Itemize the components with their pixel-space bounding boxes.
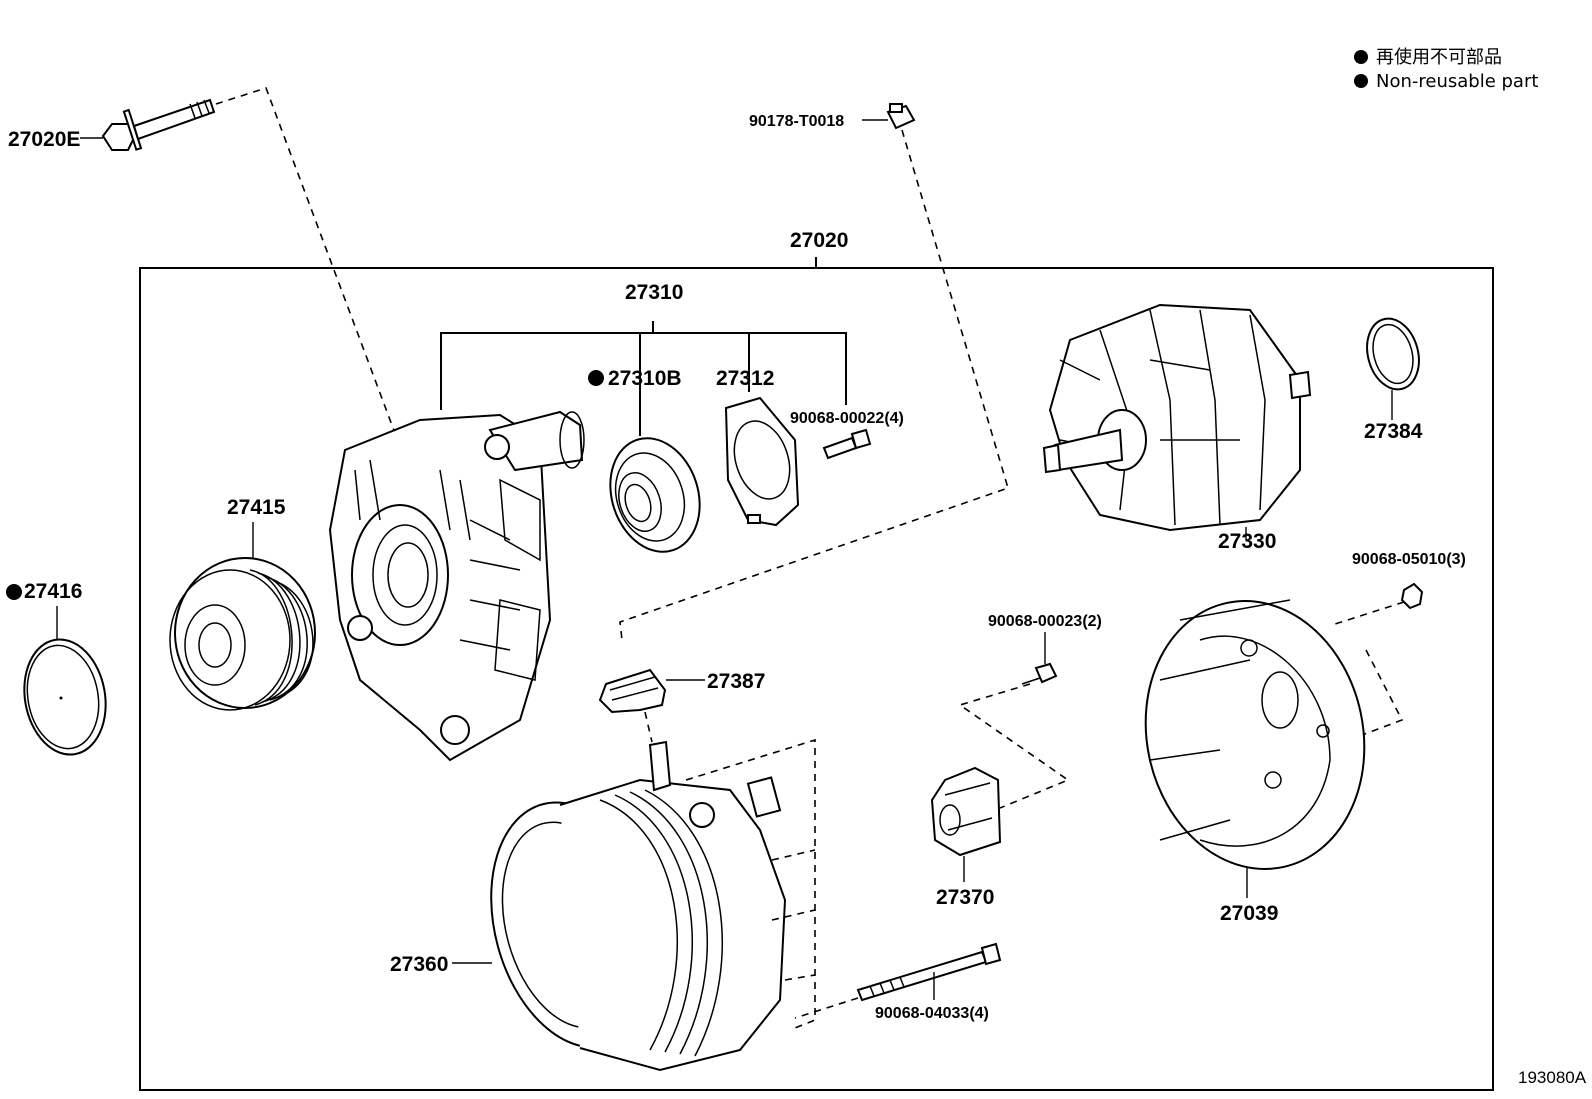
clip-90178 [886, 103, 916, 130]
drive-end-frame-27310 [328, 410, 585, 762]
label-27039: 27039 [1220, 902, 1278, 925]
rear-cover-27039 [1144, 599, 1366, 870]
retainer-27312 [724, 396, 800, 527]
bolt-27020e [101, 98, 216, 151]
diagram-code: 193080A [1518, 1068, 1587, 1087]
label-90068-00023: 90068-00023(2) [988, 613, 1102, 630]
label-90068-04033: 90068-04033(4) [875, 1005, 989, 1022]
label-27020e: 27020E [8, 128, 80, 151]
bearing-27310b [609, 437, 701, 553]
regulator-27370 [930, 766, 1002, 857]
stator-27360 [490, 740, 787, 1072]
non-reusable-marker-icon [1354, 74, 1368, 88]
rotor-27330 [1042, 303, 1312, 532]
label-27312: 27312 [716, 367, 774, 390]
non-reusable-marker-icon [1354, 50, 1368, 64]
insulator-27387 [598, 668, 667, 714]
label-27416: 27416 [24, 580, 82, 603]
label-27330: 27330 [1218, 530, 1276, 553]
label-90068-00022: 90068-00022(4) [790, 410, 904, 427]
non-reusable-marker-icon [588, 370, 604, 386]
label-90178-t0018: 90178-T0018 [749, 113, 844, 130]
label-27020: 27020 [790, 229, 848, 252]
bolt-90068-04033 [856, 942, 1002, 1002]
ring-27384 [1366, 317, 1420, 391]
label-27415: 27415 [227, 496, 286, 519]
label-27387: 27387 [707, 670, 765, 693]
legend-en-text: Non-reusable part [1376, 71, 1538, 92]
label-90068-05010: 90068-05010(3) [1352, 551, 1466, 568]
screw-90068-00022 [822, 428, 872, 460]
non-reusable-marker-icon [6, 584, 22, 600]
nut-90068-05010 [1400, 582, 1424, 610]
label-27384: 27384 [1364, 420, 1423, 443]
label-27360: 27360 [390, 953, 448, 976]
legend: 再使用不可部品 Non-reusable part [1354, 47, 1538, 92]
pulley-27415 [169, 557, 316, 711]
label-27310b: 27310B [608, 367, 682, 390]
label-27370: 27370 [936, 886, 994, 909]
cap-27416 [23, 638, 107, 756]
label-27310: 27310 [625, 281, 683, 304]
screw-90068-00023 [1021, 662, 1058, 685]
legend-jp-text: 再使用不可部品 [1376, 47, 1502, 68]
